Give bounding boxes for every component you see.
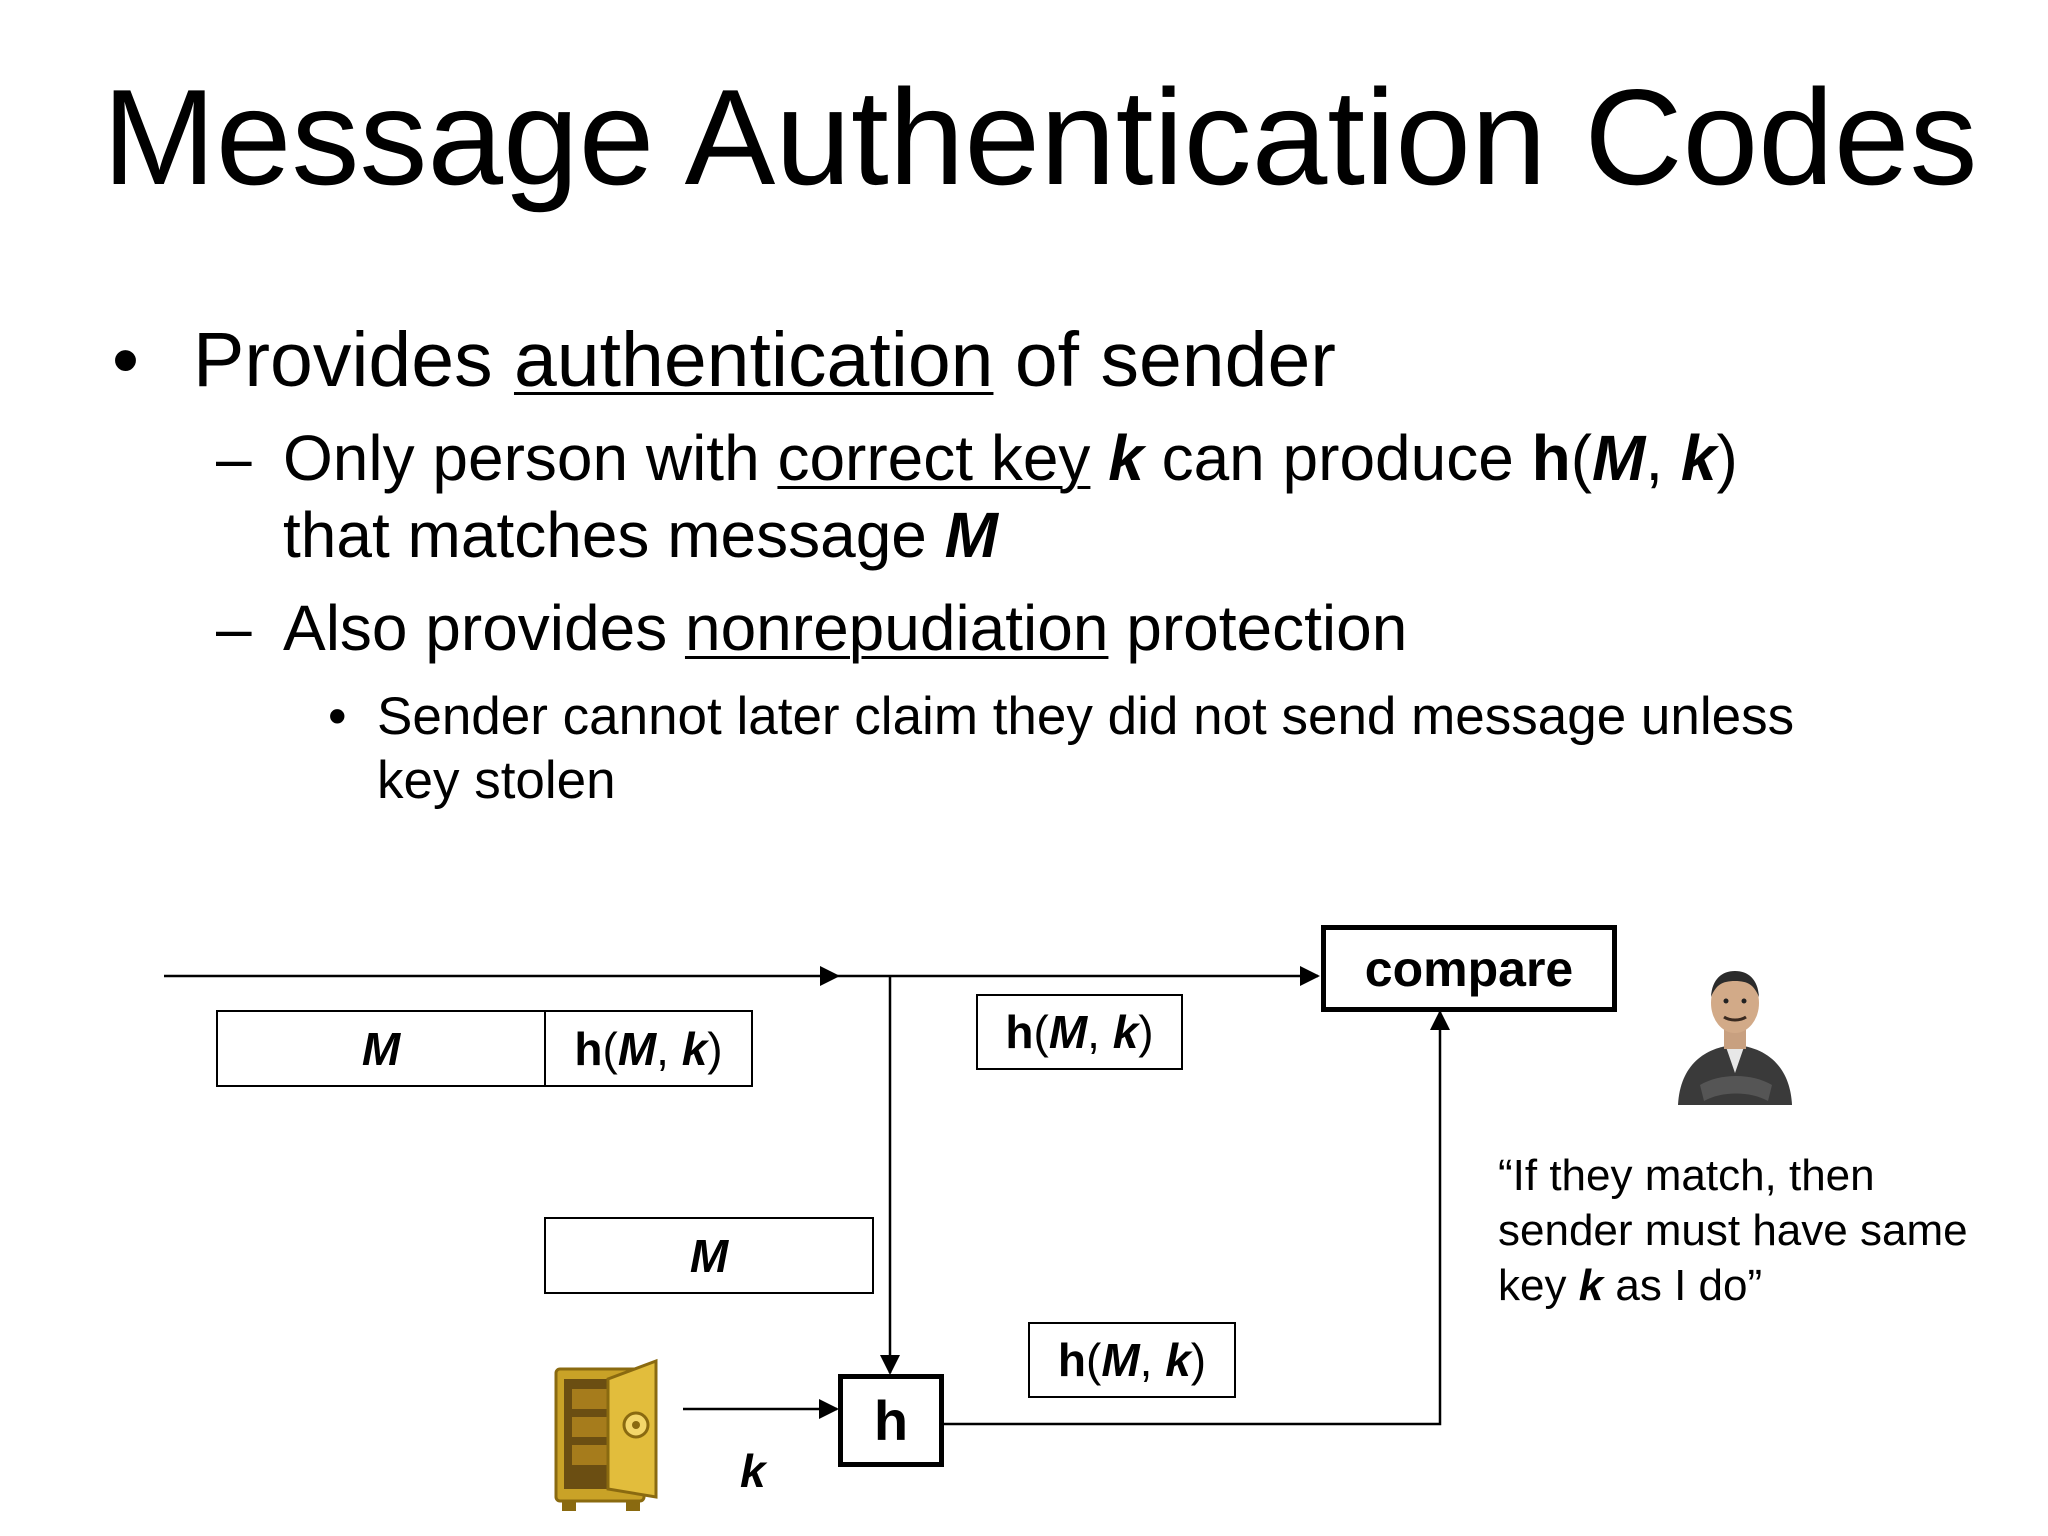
arrow-hash-to-compare bbox=[943, 1010, 1450, 1426]
subsub-line1: Sender cannot later claim they did not s… bbox=[377, 687, 1795, 746]
var-k: k bbox=[681, 1022, 708, 1075]
term-correct-key: correct key bbox=[777, 422, 1091, 494]
sub-marker-1: – bbox=[216, 422, 252, 494]
func-h: h bbox=[574, 1022, 603, 1075]
var-k: k bbox=[1578, 1261, 1604, 1310]
paren-close: ) bbox=[1138, 1006, 1154, 1058]
func-h: h bbox=[1057, 1334, 1086, 1386]
paren-open: ( bbox=[1033, 1006, 1049, 1058]
computed-mac-box: h(M, k) bbox=[1028, 1322, 1236, 1398]
quote-line3-post: as I do” bbox=[1603, 1261, 1763, 1310]
sub2-text-post: protection bbox=[1108, 592, 1408, 664]
var-k: k bbox=[1165, 1334, 1191, 1386]
message-copy-box: M bbox=[544, 1217, 874, 1294]
quote-line3-pre: key bbox=[1498, 1261, 1579, 1310]
var-M: M bbox=[1048, 1006, 1088, 1058]
sub1-text-pre: Only person with bbox=[283, 422, 778, 494]
receiver-quote: “If they match, then sender must have sa… bbox=[1498, 1148, 1968, 1313]
paren-close: ) bbox=[1716, 422, 1738, 494]
sub1-text-mid: can produce bbox=[1143, 422, 1532, 494]
paren-open: ( bbox=[1085, 1334, 1102, 1386]
func-h: h bbox=[1005, 1006, 1034, 1058]
var-M: M bbox=[944, 499, 998, 571]
var-M: M bbox=[1592, 422, 1646, 494]
var-M: M bbox=[1101, 1334, 1140, 1386]
term-nonrepudiation: nonrepudiation bbox=[684, 592, 1109, 664]
receiver-person-icon bbox=[1678, 971, 1792, 1105]
paren-close: ) bbox=[707, 1022, 723, 1075]
var-M: M bbox=[361, 1022, 401, 1075]
var-k: k bbox=[1680, 422, 1717, 494]
comma: , bbox=[656, 1022, 682, 1075]
bullet-text-post: of sender bbox=[993, 317, 1336, 403]
sub-bullet-correct-key: Only person with correct key k can produ… bbox=[283, 420, 1983, 574]
var-k: k bbox=[1108, 422, 1144, 494]
comma: , bbox=[1087, 1006, 1113, 1058]
paren-close: ) bbox=[1190, 1334, 1207, 1386]
bullet-provides-authentication: Provides authentication of sender bbox=[193, 315, 1336, 405]
paren-open: ( bbox=[1570, 422, 1592, 494]
quote-line1: “If they match, then bbox=[1498, 1151, 1875, 1200]
sub1-line2-text: that matches message bbox=[283, 499, 945, 571]
var-M: M bbox=[689, 1229, 729, 1282]
compare-box: compare bbox=[1321, 925, 1617, 1012]
bullet-text-pre: Provides bbox=[193, 317, 514, 403]
sub-bullet-nonrepudiation: Also provides nonrepudiation protection bbox=[283, 590, 1407, 667]
hash-function-box: h bbox=[838, 1374, 944, 1467]
safe-icon bbox=[554, 1358, 658, 1511]
packet-message-field: M bbox=[216, 1010, 546, 1087]
sub-marker-2: – bbox=[216, 592, 252, 664]
received-mac-box: h(M, k) bbox=[976, 994, 1183, 1070]
key-label: k bbox=[740, 1445, 766, 1497]
subsub-bullet-key-stolen: Sender cannot later claim they did not s… bbox=[377, 685, 1794, 813]
comma: , bbox=[1139, 1334, 1166, 1386]
slide-title: Message Authentication Codes bbox=[102, 61, 1978, 213]
packet-mac-field: h(M, k) bbox=[544, 1010, 753, 1087]
var-M: M bbox=[617, 1022, 657, 1075]
func-h: h bbox=[1531, 422, 1571, 494]
subsub-line2: key stolen bbox=[377, 751, 616, 810]
term-authentication: authentication bbox=[513, 317, 994, 403]
subsub-marker: • bbox=[328, 687, 347, 746]
quote-line2: sender must have same bbox=[1498, 1206, 1968, 1255]
sub2-text-pre: Also provides bbox=[283, 592, 685, 664]
comma: , bbox=[1645, 422, 1681, 494]
var-k: k bbox=[1112, 1006, 1139, 1058]
paren-open: ( bbox=[602, 1022, 618, 1075]
bullet-marker-1: • bbox=[112, 317, 139, 403]
